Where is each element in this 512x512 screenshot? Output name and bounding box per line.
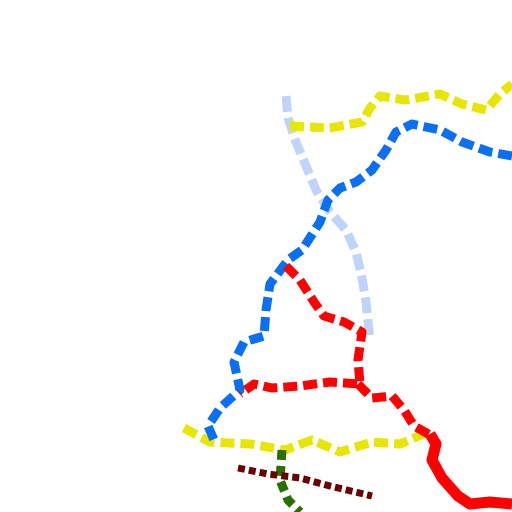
route-light-blue[interactable] (281, 95, 375, 341)
route-green[interactable] (275, 449, 304, 512)
route-blue[interactable] (203, 119, 512, 442)
route-red[interactable] (237, 262, 435, 440)
route-yellow-lower[interactable] (181, 424, 430, 457)
route-red-solid[interactable] (425, 431, 512, 510)
route-yellow[interactable] (289, 80, 512, 133)
